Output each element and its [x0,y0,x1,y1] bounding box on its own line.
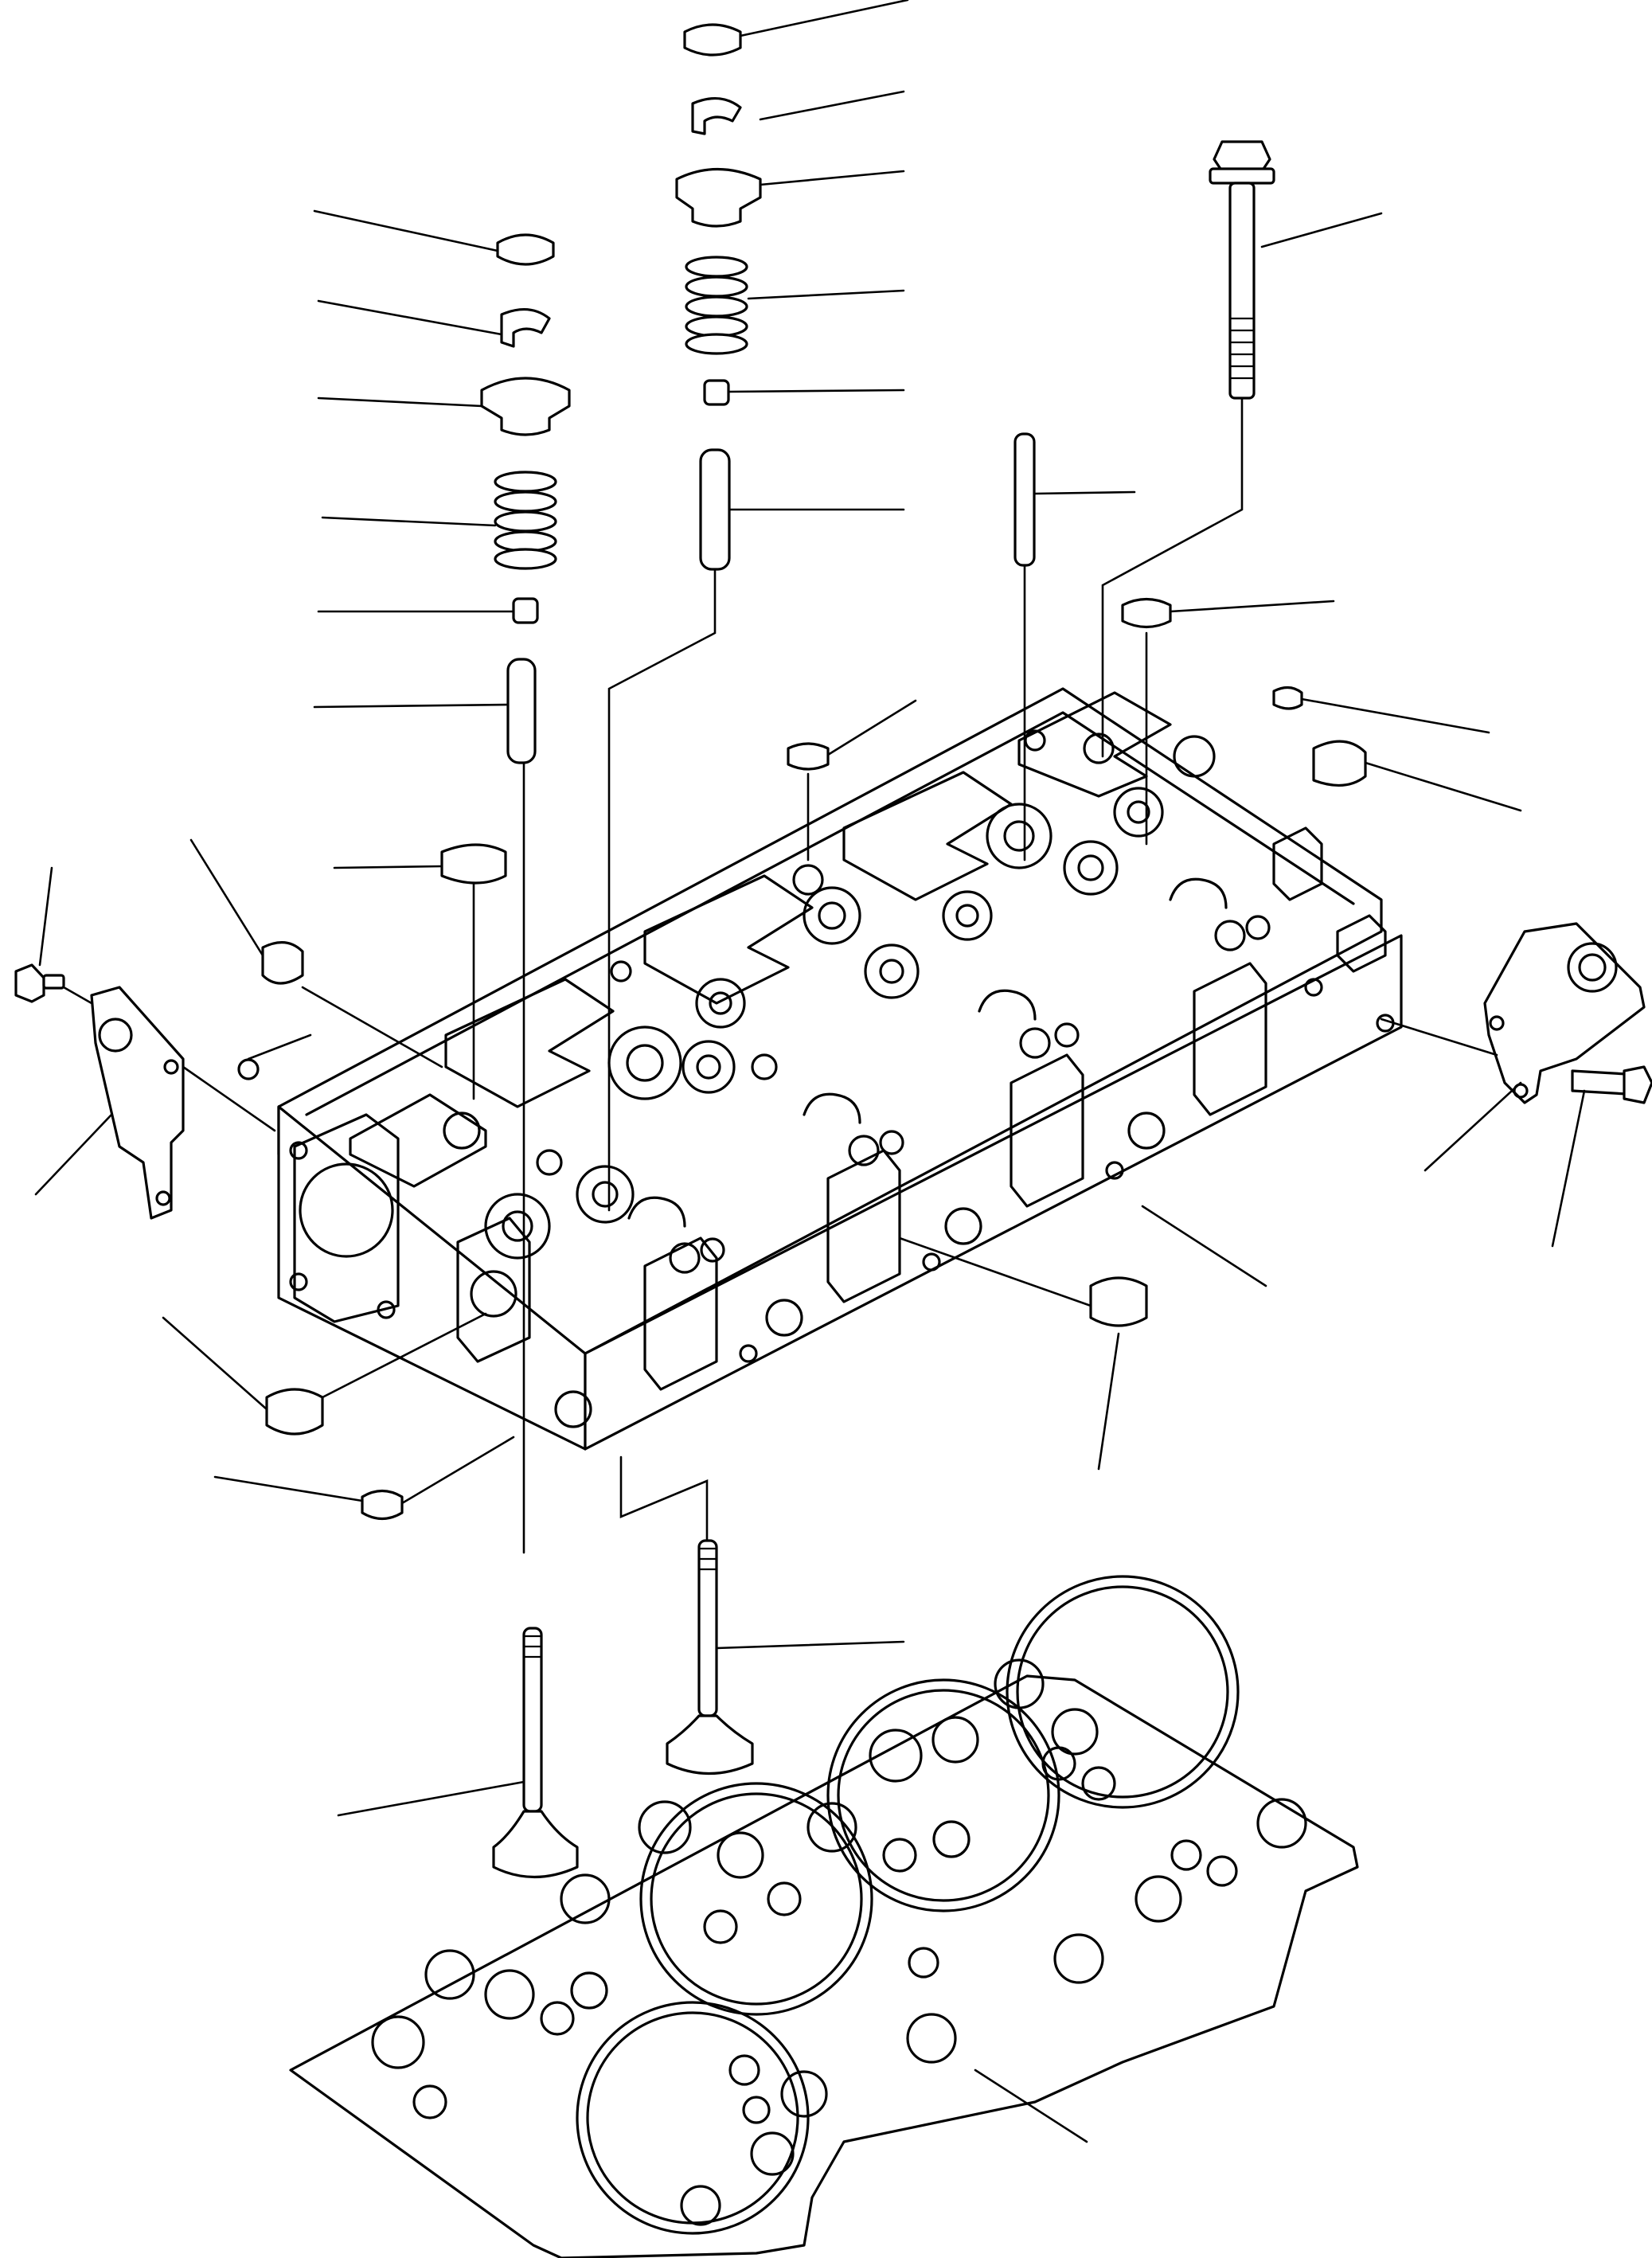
exhaust-valve [619,1455,754,1775]
spring-retainer-left [480,377,571,436]
left-valve-stack [237,233,571,1554]
intake-valve [492,1627,579,1878]
center-valve-stack [607,23,830,1212]
spring-retainer-center [675,168,762,228]
lifting-bracket-left [90,986,185,1220]
valve-cap-left [496,233,555,266]
head-gasket [289,1575,1359,2258]
head-bolt [1101,140,1275,758]
valve-seal-left [512,597,539,624]
seat-ring-center [787,742,830,771]
seat-ring-right [1121,597,1172,846]
cylinder-head [277,687,1403,1451]
seat-ring-front-small [361,1489,404,1521]
dowel-left [237,1058,260,1080]
valve-guide-left [506,658,537,764]
seat-ring-front-large [265,1388,324,1436]
pushrod-tube [1013,432,1036,861]
valve-chambers [349,691,1216,1260]
valve-keeper-center [691,96,742,135]
valve-guide-center [699,448,731,571]
exhaust-ports [554,962,1395,1428]
lifting-bracket-right [1483,922,1646,1104]
seat-ring-left [440,843,507,885]
valve-keeper-left [500,307,551,348]
plug-right-large [1312,740,1367,787]
seat-ring-lower-right [1089,1276,1148,1327]
leader-lines [34,0,1586,2143]
rocker-bosses [627,826,1387,1274]
valve-spring-left [494,471,557,570]
plug-right-small [1272,686,1303,710]
valve-seal-center [703,379,730,406]
plug-left [261,941,304,985]
valve-cap-center [683,23,742,57]
bracket-bolt-right [1571,1065,1652,1104]
bracket-bolt-left [14,963,65,1003]
valve-spring-center [685,256,748,355]
